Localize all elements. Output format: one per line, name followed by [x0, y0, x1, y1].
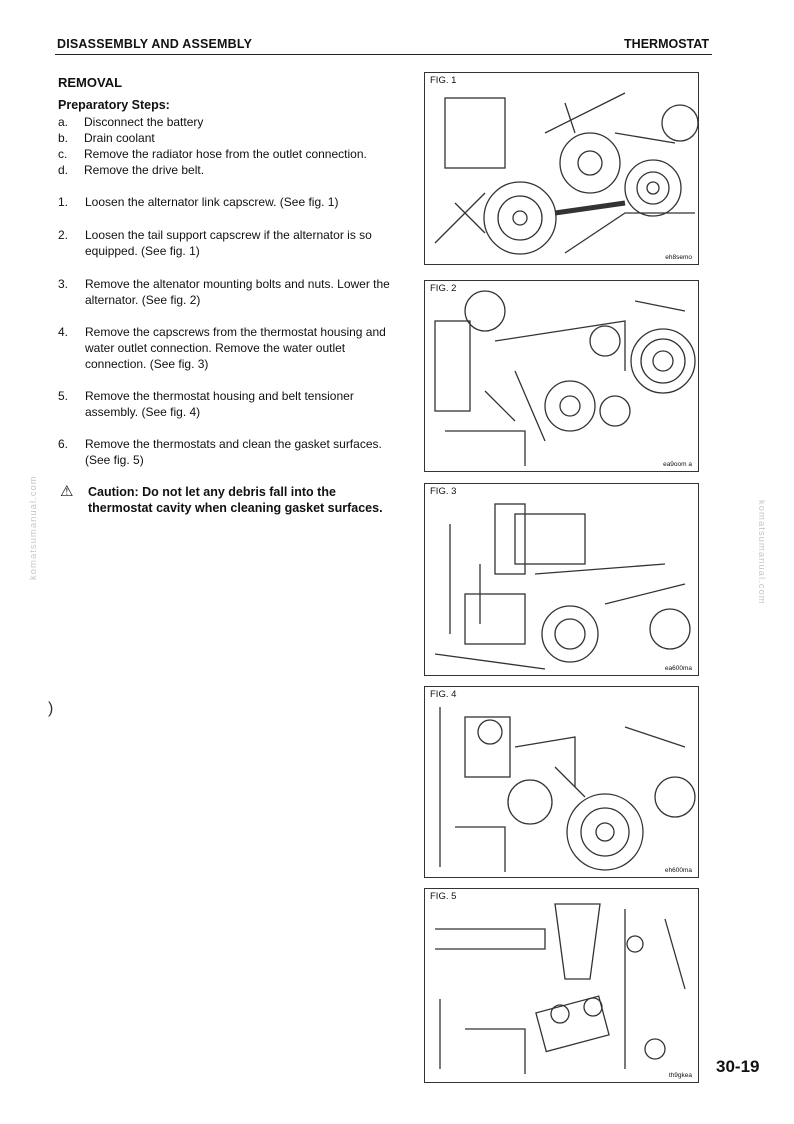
preparatory-steps-list: a. Disconnect the battery b. Drain coolant…	[58, 114, 367, 178]
prep-step: d. Remove the drive belt.	[58, 162, 367, 178]
page-number: 30-19	[716, 1057, 760, 1076]
step-text: Loosen the alternator link capscrew. (Se…	[85, 195, 339, 209]
figure-code: th9gkea	[666, 1072, 694, 1079]
engine-illustration-fig4	[439, 707, 696, 872]
margin-mark: )	[48, 700, 54, 717]
header-rule	[55, 54, 712, 55]
prep-step: b. Drain coolant	[58, 130, 367, 146]
step-number: 4.	[58, 325, 69, 339]
removal-step: 5. Remove the thermostat housing and belt…	[58, 388, 393, 420]
removal-step: 3. Remove the altenator mounting bolts an…	[58, 276, 393, 308]
removal-step: 2. Loosen the tail support capscrew if th…	[58, 227, 393, 259]
removal-step: 4. Remove the capscrews from the thermost…	[58, 324, 393, 372]
topic-title: THERMOSTAT	[624, 37, 709, 51]
engine-illustration-fig2	[434, 290, 696, 466]
prep-step-text: Disconnect the battery	[84, 115, 204, 129]
step-number: 6.	[58, 437, 69, 451]
figure-code: eh600ma	[662, 867, 694, 874]
figure-code: ea9oom a	[661, 461, 694, 468]
figure-code: eh8semo	[663, 254, 694, 261]
removal-step: 6. Remove the thermostats and clean the g…	[58, 436, 393, 468]
prep-step-text: Remove the radiator hose from the outlet…	[84, 147, 367, 161]
preparatory-steps-heading: Preparatory Steps:	[58, 98, 170, 112]
step-number: 1.	[58, 195, 69, 209]
step-number: 5.	[58, 389, 69, 403]
figure-label: FIG. 3	[428, 486, 459, 497]
caution-text: Caution: Do not let any debris fall into…	[88, 485, 383, 515]
watermark-left: komatsumanual.com	[28, 475, 39, 580]
step-text: Remove the altenator mounting bolts and …	[85, 277, 390, 307]
figure-label: FIG. 5	[428, 891, 459, 902]
step-text: Loosen the tail support capscrew if the …	[85, 228, 372, 258]
prep-step: c. Remove the radiator hose from the outl…	[58, 146, 367, 162]
prep-step: a. Disconnect the battery	[58, 114, 367, 130]
prep-step-letter: a.	[58, 115, 69, 129]
figure-4: FIG. 4 eh600ma	[424, 686, 699, 878]
step-number: 2.	[58, 228, 69, 242]
warning-triangle-icon: ⚠	[60, 483, 74, 500]
engine-illustration-fig1	[434, 92, 698, 255]
engine-illustration-fig5	[435, 903, 686, 1074]
engine-illustration-fig3	[434, 503, 691, 670]
figure-code: ea600ma	[662, 665, 694, 672]
prep-step-text: Drain coolant	[84, 131, 155, 145]
figure-2: FIG. 2 ea9oom a	[424, 280, 699, 472]
figure-1: FIG. 1 eh8semo	[424, 72, 699, 265]
removal-step: 1. Loosen the alternator link capscrew. (…	[58, 194, 393, 210]
figure-label: FIG. 2	[428, 283, 459, 294]
removal-heading: REMOVAL	[58, 75, 123, 90]
step-text: Remove the capscrews from the thermostat…	[85, 325, 386, 371]
figure-label: FIG. 4	[428, 689, 459, 700]
prep-step-letter: c.	[58, 147, 68, 161]
prep-step-letter: b.	[58, 131, 69, 145]
prep-step-text: Remove the drive belt.	[84, 163, 205, 177]
watermark-right: komatsumanual.com	[756, 500, 767, 605]
prep-step-letter: d.	[58, 163, 69, 177]
section-title: DISASSEMBLY AND ASSEMBLY	[57, 37, 253, 51]
figure-3: FIG. 3 ea600ma	[424, 483, 699, 676]
caution-note: ⚠ Caution: Do not let any debris fall in…	[60, 484, 395, 516]
figure-label: FIG. 1	[428, 75, 459, 86]
figure-5: FIG. 5 th9gkea	[424, 888, 699, 1083]
step-number: 3.	[58, 277, 69, 291]
step-text: Remove the thermostats and clean the gas…	[85, 437, 382, 467]
step-text: Remove the thermostat housing and belt t…	[85, 389, 354, 419]
